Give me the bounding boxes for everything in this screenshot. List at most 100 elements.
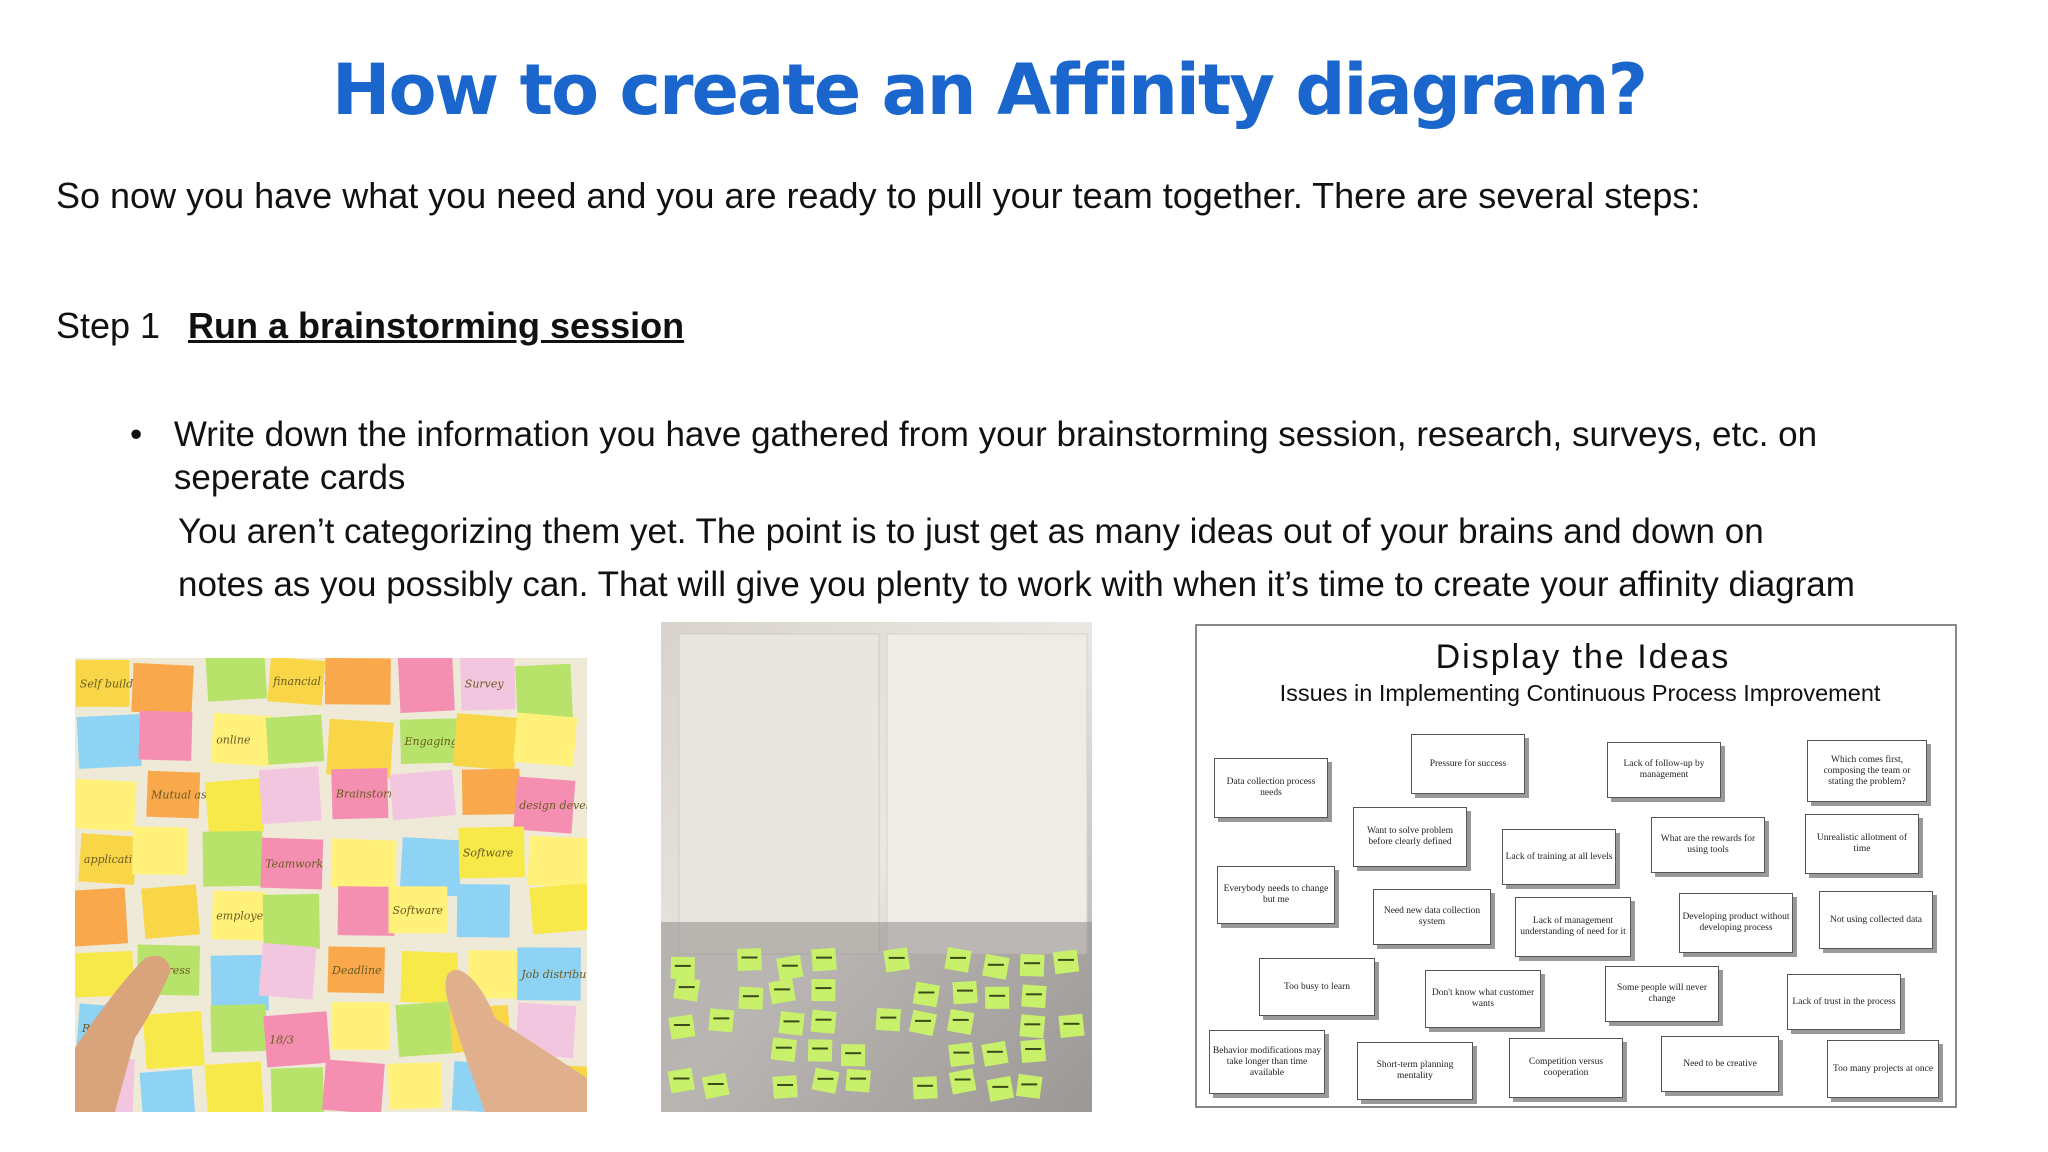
note-scribble [1024,962,1041,965]
note-scribble [950,956,966,959]
note-scribble [880,1016,897,1019]
sticky-note [146,770,201,819]
sticky-note [76,714,142,769]
note-scribble [989,994,1006,997]
green-sticky-note [981,1040,1009,1067]
green-sticky-note [912,981,941,1008]
green-sticky-note [952,980,978,1005]
idea-card: Lack of management understanding of need… [1515,897,1631,957]
note-scribble [817,1077,834,1080]
green-sticky-note [840,1044,866,1067]
green-sticky-note [701,1072,730,1100]
green-sticky-note [667,1067,695,1094]
sticky-note [132,826,188,876]
idea-card: Developing product without developing pr… [1679,893,1793,953]
sticky-note [452,713,519,771]
idea-card: Need new data collection system [1373,889,1491,945]
green-sticky-note [811,1067,840,1094]
note-scribble [775,1046,792,1049]
green-sticky-note [737,948,762,971]
sticky-note [258,942,317,1000]
bullet-list: • Write down the information you have ga… [130,413,1930,499]
note-scribble [741,956,758,959]
sticky-note [388,886,448,934]
green-sticky-note [1021,984,1047,1009]
sticky-note [527,835,587,888]
sticky-note [267,658,326,706]
green-sticky-note [776,954,804,981]
note-scribble [815,987,832,990]
idea-card: Competition versus cooperation [1509,1038,1623,1098]
sticky-note [258,766,322,825]
sticky-note [202,830,263,887]
note-scribble [674,964,691,967]
note-scribble [815,1018,832,1021]
sticky-note-label: Job distribution [519,968,587,981]
green-sticky-note [673,976,701,1002]
green-sticky-note [985,986,1010,1009]
sticky-note [263,1011,331,1068]
note-scribble [678,986,695,989]
green-sticky-note [738,986,764,1010]
green-sticky-note [948,1042,975,1068]
note-scribble [888,956,905,959]
sticky-note [138,710,193,761]
green-sticky-note [912,1076,938,1100]
paragraph-line-1: You aren’t categorizing them yet. The po… [178,512,1764,551]
green-sticky-note [986,1075,1015,1102]
green-sticky-note [778,1011,805,1036]
note-scribble [987,963,1004,966]
sticky-note [461,768,521,815]
note-scribble [673,1077,690,1080]
idea-card: Lack of trust in the process [1787,974,1901,1030]
idea-card: Data collection process needs [1214,758,1328,818]
sticky-note [78,833,138,885]
sticky-note [322,1059,385,1112]
sticky-note [75,778,137,832]
note-scribble [1024,1023,1041,1026]
sticky-note [131,662,194,715]
green-sticky-note [770,1037,797,1062]
sticky-note-label: online [216,734,251,747]
note-scribble [812,1047,829,1050]
step-title: Run a brainstorming session [188,305,685,346]
note-scribble [845,1052,862,1055]
sticky-note [387,1062,443,1110]
sticky-note [529,883,587,935]
note-scribble [781,964,798,967]
sticky-note [204,778,265,837]
idea-card: Short-term planning mentality [1357,1042,1473,1100]
idea-card: Want to solve problem before clearly def… [1353,807,1467,867]
note-scribble [713,1017,730,1020]
idea-card: What are the rewards for using tools [1651,817,1765,873]
sticky-note [468,950,526,999]
intro-text: So now you have what you need and you ar… [56,175,1701,216]
sticky-note [513,776,576,834]
note-scribble [957,989,973,992]
note-scribble [673,1024,690,1026]
idea-card: Pressure for success [1411,734,1525,794]
sticky-note [397,658,455,713]
sticky-note [75,950,135,998]
green-sticky-note [668,1014,696,1040]
sticky-note [326,718,394,779]
green-sticky-note [772,1075,798,1099]
green-sticky-note [946,1008,975,1035]
sticky-note [389,769,457,821]
idea-card: Not using collected data [1819,891,1933,949]
sticky-note [460,658,516,711]
sticky-note [204,1061,265,1112]
green-sticky-note [1019,953,1045,977]
sticky-note [513,712,578,767]
green-sticky-note [1019,1014,1046,1039]
green-sticky-note [670,956,695,980]
note-scribble [777,1084,794,1086]
sticky-note [324,658,391,705]
note-scribble [850,1077,867,1080]
sticky-note [337,886,395,936]
idea-card: Too busy to learn [1259,958,1375,1016]
green-sticky-note [807,1039,833,1062]
bullet-item: • Write down the information you have ga… [130,413,1930,499]
green-sticky-note [708,1008,735,1033]
